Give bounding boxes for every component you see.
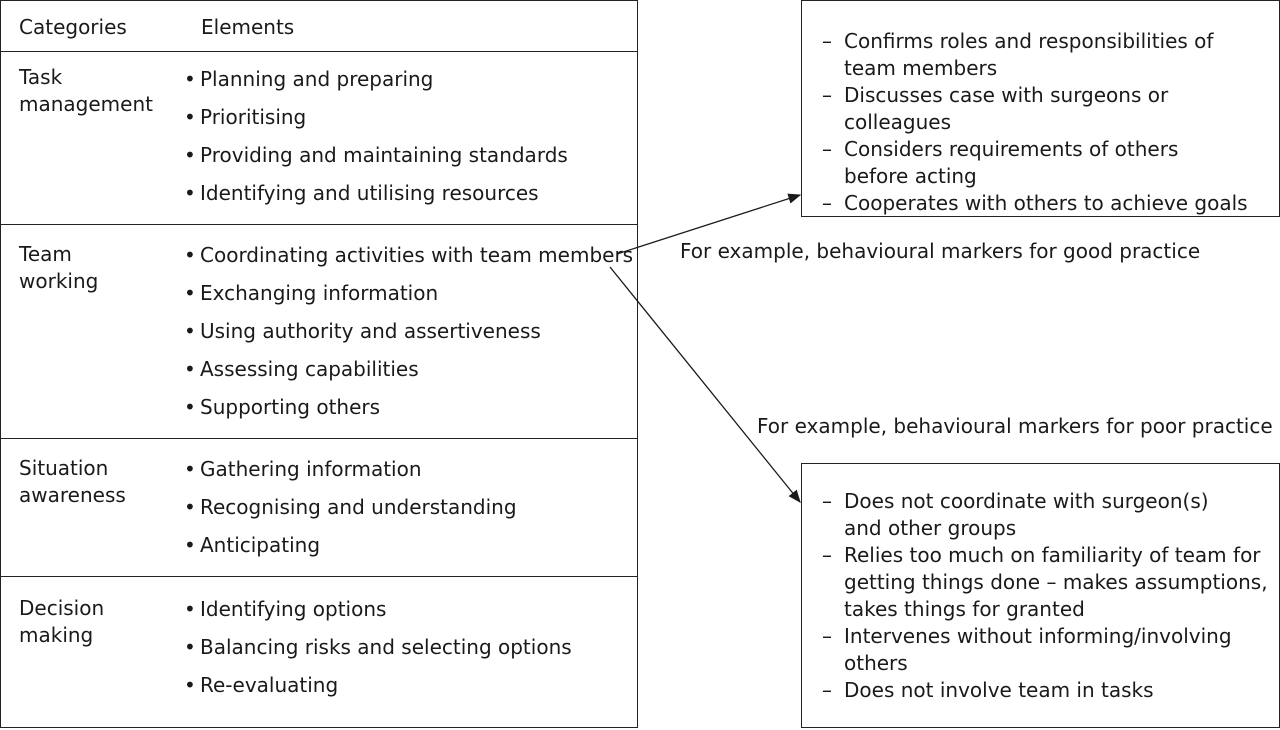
bullet-icon: • <box>184 181 196 205</box>
marker-text: Does not involve team in tasks <box>844 678 1154 702</box>
bullet-icon: • <box>184 635 196 659</box>
bullet-icon: • <box>184 457 196 481</box>
category-label: Situation awareness <box>19 456 126 507</box>
element-text: Exchanging information <box>200 281 439 305</box>
list-item: –Intervenes without informing/involving … <box>822 623 1268 677</box>
list-item: •Exchanging information <box>184 280 633 318</box>
category-row-decision-making: Decision making •Identifying options •Ba… <box>1 577 637 727</box>
bullet-icon: • <box>184 281 196 305</box>
element-text: Re-evaluating <box>200 673 339 697</box>
category-row-task-management: Task management •Planning and preparing … <box>1 52 637 225</box>
list-item: •Identifying and utilising resources <box>184 180 568 218</box>
category-row-situation-awareness: Situation awareness •Gathering informati… <box>1 439 637 577</box>
marker-text: Considers requirements of others before … <box>844 137 1179 188</box>
bullet-icon: • <box>184 105 196 129</box>
categories-elements-table: Categories Elements Task management •Pla… <box>0 0 638 728</box>
list-item: •Anticipating <box>184 532 517 570</box>
element-list: •Coordinating activities with team membe… <box>184 242 633 432</box>
list-item: –Discusses case with surgeons or colleag… <box>822 82 1279 136</box>
element-text: Gathering information <box>200 457 422 481</box>
element-text: Recognising and understanding <box>200 495 517 519</box>
element-text: Using authority and assertiveness <box>200 319 541 343</box>
list-item: –Cooperates with others to achieve goals <box>822 190 1279 217</box>
element-text: Assessing capabilities <box>200 357 419 381</box>
element-text: Anticipating <box>200 533 321 557</box>
bullet-icon: • <box>184 67 196 91</box>
list-item: –Confirms roles and responsibilities of … <box>822 28 1279 82</box>
dash-icon: – <box>822 29 832 53</box>
bullet-icon: • <box>184 533 196 557</box>
marker-text: Does not coordinate with surgeon(s) and … <box>844 489 1209 540</box>
dash-icon: – <box>822 489 832 513</box>
poor-practice-caption: For example, behavioural markers for poo… <box>757 414 1273 438</box>
dash-icon: – <box>822 624 832 648</box>
marker-text: Cooperates with others to achieve goals <box>844 191 1248 215</box>
list-item: –Relies too much on familiarity of team … <box>822 542 1268 623</box>
list-item: •Re-evaluating <box>184 672 572 710</box>
list-item: •Gathering information <box>184 456 517 494</box>
list-item: •Identifying options <box>184 596 572 634</box>
poor-practice-box: –Does not coordinate with surgeon(s) and… <box>801 463 1280 728</box>
bullet-icon: • <box>184 395 196 419</box>
bullet-icon: • <box>184 143 196 167</box>
dash-icon: – <box>822 678 832 702</box>
category-row-team-working: Team working •Coordinating activities wi… <box>1 225 637 439</box>
list-item: –Does not coordinate with surgeon(s) and… <box>822 488 1268 542</box>
arrow-to-poor-practice <box>609 266 801 504</box>
marker-text: Discusses case with surgeons or colleagu… <box>844 83 1169 134</box>
element-text: Supporting others <box>200 395 381 419</box>
bullet-icon: • <box>184 597 196 621</box>
list-item: •Using authority and assertiveness <box>184 318 633 356</box>
poor-practice-list: –Does not coordinate with surgeon(s) and… <box>822 488 1268 704</box>
header-categories: Categories <box>19 15 127 39</box>
table-header-row: Categories Elements <box>1 1 637 52</box>
category-label: Decision making <box>19 596 105 647</box>
category-label: Team working <box>19 242 99 293</box>
list-item: •Prioritising <box>184 104 568 142</box>
list-item: –Considers requirements of others before… <box>822 136 1279 190</box>
element-text: Coordinating activities with team member… <box>200 243 634 267</box>
good-practice-list: –Confirms roles and responsibilities of … <box>822 28 1279 217</box>
element-text: Prioritising <box>200 105 307 129</box>
bullet-icon: • <box>184 495 196 519</box>
dash-icon: – <box>822 191 832 215</box>
element-list: •Gathering information •Recognising and … <box>184 456 517 570</box>
marker-text: Intervenes without informing/involving o… <box>844 624 1232 675</box>
list-item: •Assessing capabilities <box>184 356 633 394</box>
marker-text: Confirms roles and responsibilities of t… <box>844 29 1214 80</box>
bullet-icon: • <box>184 243 196 267</box>
category-label: Task management <box>19 65 153 116</box>
good-practice-box: –Confirms roles and responsibilities of … <box>801 0 1280 217</box>
header-elements: Elements <box>201 15 295 39</box>
list-item: •Supporting others <box>184 394 633 432</box>
dash-icon: – <box>822 137 832 161</box>
list-item: •Balancing risks and selecting options <box>184 634 572 672</box>
dash-icon: – <box>822 83 832 107</box>
bullet-icon: • <box>184 319 196 343</box>
element-text: Identifying options <box>200 597 387 621</box>
element-text: Identifying and utilising resources <box>200 181 539 205</box>
bullet-icon: • <box>184 357 196 381</box>
element-list: •Identifying options •Balancing risks an… <box>184 596 572 710</box>
good-practice-caption: For example, behavioural markers for goo… <box>680 239 1201 263</box>
marker-text: Relies too much on familiarity of team f… <box>844 543 1268 621</box>
element-text: Providing and maintaining standards <box>200 143 568 167</box>
element-text: Planning and preparing <box>200 67 434 91</box>
bullet-icon: • <box>184 673 196 697</box>
list-item: •Recognising and understanding <box>184 494 517 532</box>
dash-icon: – <box>822 543 832 567</box>
list-item: •Providing and maintaining standards <box>184 142 568 180</box>
element-list: •Planning and preparing •Prioritising •P… <box>184 66 568 218</box>
list-item: •Coordinating activities with team membe… <box>184 242 633 280</box>
list-item: •Planning and preparing <box>184 66 568 104</box>
list-item: –Does not involve team in tasks <box>822 677 1268 704</box>
arrow-to-good-practice <box>616 193 802 255</box>
element-text: Balancing risks and selecting options <box>200 635 572 659</box>
